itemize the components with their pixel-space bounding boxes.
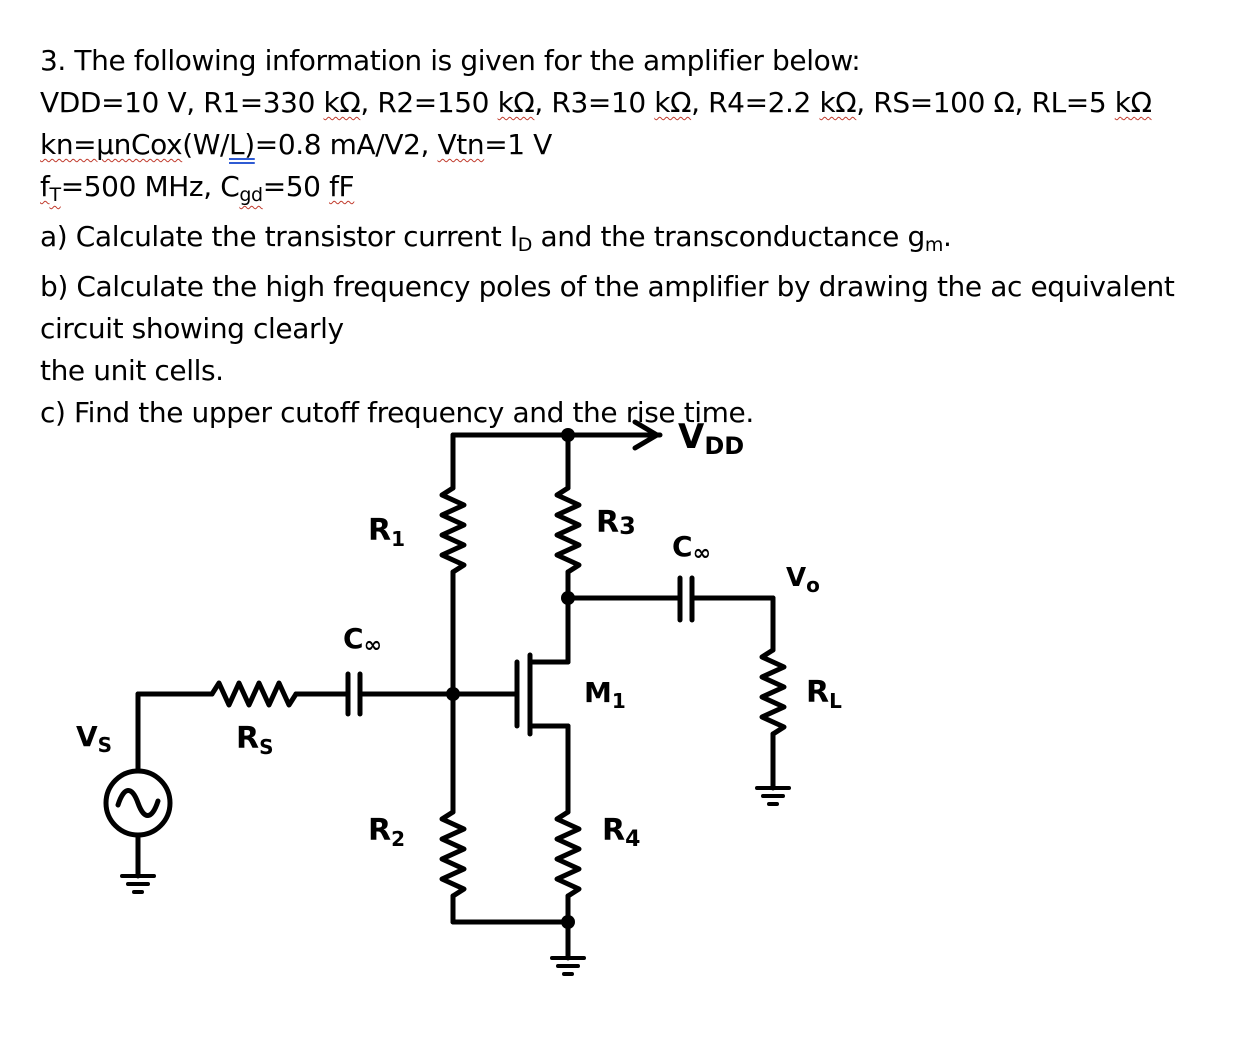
resistor-r2 — [439, 809, 467, 899]
resistor-r4 — [554, 809, 582, 899]
label-rs: RS — [236, 721, 274, 759]
given-unit: kΩ — [654, 86, 692, 119]
ground-icon — [120, 874, 156, 894]
given-unit: kΩ — [819, 86, 857, 119]
label-r4: R4 — [602, 813, 640, 852]
given-text: =0.8 mA/V2, — [254, 128, 438, 161]
given-text: , RS=100 Ω, RL=5 — [856, 86, 1115, 119]
label-r3: R3 — [596, 505, 636, 540]
part-a-text: a) Calculate the transistor current I — [40, 220, 518, 253]
junction-dot — [561, 591, 575, 605]
given-text: =50 — [262, 170, 330, 203]
given-text: kn= — [40, 128, 97, 161]
part-b-line-1: b) Calculate the high frequency poles of… — [40, 270, 1175, 303]
label-r1: R1 — [368, 513, 405, 551]
part-b-line-3: the unit cells. — [40, 354, 224, 387]
given-transistor: kn=μnCox(W/L)=0.8 mA/V2, Vtn=1 V — [40, 124, 1230, 166]
resistor-r1 — [439, 485, 467, 575]
label-r2: R2 — [368, 813, 405, 851]
label-c-out: C∞ — [672, 530, 711, 566]
given-unit: kΩ — [497, 86, 535, 119]
label-vo: Vo — [786, 563, 820, 597]
given-text: =500 MHz, C — [60, 170, 240, 203]
part-a-text: and the transconductance g — [531, 220, 925, 253]
given-subscript: gd — [239, 184, 263, 206]
given-text: f — [40, 170, 50, 203]
junction-dot — [446, 687, 460, 701]
given-text: =1 V — [484, 128, 552, 161]
label-vs: VS — [76, 720, 112, 757]
given-resistors: VDD=10 V, R1=330 kΩ, R2=150 kΩ, R3=10 kΩ… — [40, 82, 1230, 124]
label-m1: M1 — [584, 676, 626, 713]
given-text: Vtn — [437, 128, 485, 161]
junction-dot — [561, 915, 575, 929]
label-rl: RL — [806, 675, 842, 713]
problem-text: 3. The following information is given fo… — [40, 40, 1230, 434]
given-text: , R2=150 — [360, 86, 498, 119]
resistor-rs — [209, 680, 299, 708]
resistor-rl — [759, 647, 787, 737]
sine-icon — [115, 788, 161, 818]
given-unit: kΩ — [1114, 86, 1152, 119]
vdd-arrow — [632, 419, 660, 451]
subscript: D — [517, 234, 533, 256]
given-text: VDD=10 V, R1=330 — [40, 86, 324, 119]
given-text: , R4=2.2 — [691, 86, 820, 119]
ground-icon — [755, 786, 791, 806]
label-c-in: C∞ — [343, 622, 382, 658]
given-text: fF — [329, 170, 355, 203]
ground-icon — [550, 956, 586, 976]
given-subscript: T — [49, 184, 61, 206]
problem-heading: 3. The following information is given fo… — [40, 44, 861, 77]
resistor-r3 — [554, 485, 582, 575]
part-a-text: . — [942, 220, 952, 253]
given-unit: kΩ — [323, 86, 361, 119]
subscript: m — [924, 234, 944, 256]
label-vdd: VDD — [678, 417, 744, 460]
part-b-line-2: circuit showing clearly — [40, 312, 344, 345]
given-frequency: fT=500 MHz, Cgd=50 fF — [40, 166, 1230, 216]
given-text: , R3=10 — [534, 86, 655, 119]
given-text: μnCox — [96, 128, 183, 161]
part-a: a) Calculate the transistor current ID a… — [40, 216, 1230, 266]
given-text: L) — [229, 128, 255, 161]
junction-dot — [561, 428, 575, 442]
given-text: (W/ — [182, 128, 230, 161]
